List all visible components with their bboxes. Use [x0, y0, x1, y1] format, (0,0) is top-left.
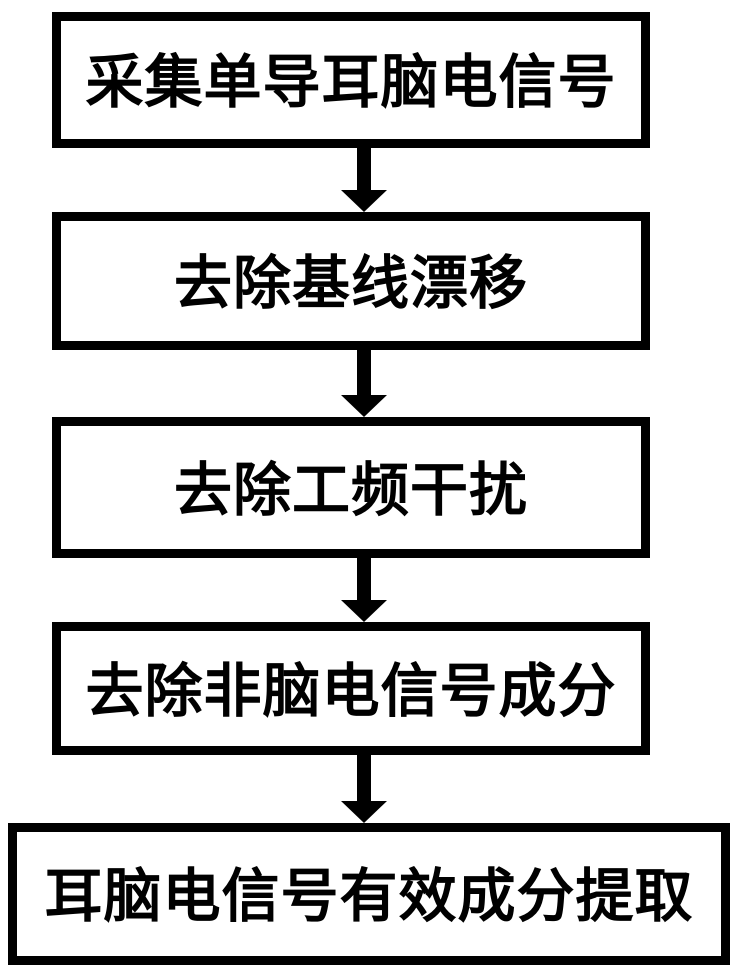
flow-step-label: 去除基线漂移: [173, 251, 528, 316]
arrow-down-icon: [341, 755, 387, 823]
flow-step-label: 去除非脑电信号成分: [85, 658, 617, 724]
arrow-down-icon: [341, 350, 387, 417]
arrow-head: [341, 600, 387, 622]
flow-step-remove-non-eeg-components: 去除非脑电信号成分: [52, 622, 650, 755]
flow-step-remove-powerline-interference: 去除工频干扰: [52, 417, 650, 558]
arrow-head: [341, 190, 387, 212]
arrow-stem: [357, 558, 371, 602]
arrow-stem: [357, 350, 371, 397]
flow-step-label: 采集单导耳脑电信号: [85, 50, 617, 115]
arrow-down-icon: [341, 148, 387, 212]
flow-step-label: 耳脑电信号有效成分提取: [44, 864, 694, 929]
flow-step-collect-signal: 采集单导耳脑电信号: [52, 12, 650, 148]
arrow-stem: [357, 148, 371, 192]
flow-step-extract-effective-components: 耳脑电信号有效成分提取: [8, 823, 730, 965]
arrow-head: [341, 801, 387, 823]
arrow-stem: [357, 755, 371, 803]
flow-step-remove-baseline-drift: 去除基线漂移: [52, 212, 650, 350]
arrow-down-icon: [341, 558, 387, 622]
arrow-head: [341, 395, 387, 417]
flow-step-label: 去除工频干扰: [173, 457, 528, 523]
